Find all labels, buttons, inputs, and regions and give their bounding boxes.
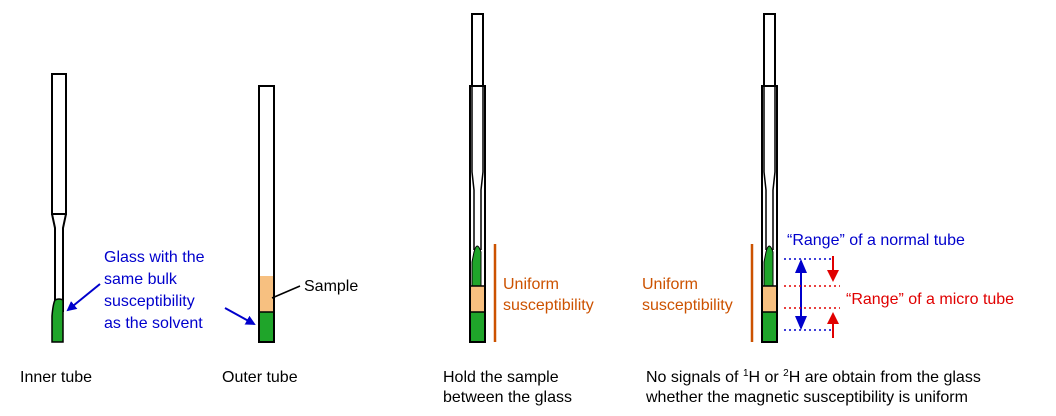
outer-glass-pointer-arrow [224, 307, 256, 325]
assembled-tube-2 [761, 13, 778, 343]
outer-tube-glass [259, 312, 274, 342]
signals-caption-line2: whether the magnetic susceptibility is u… [646, 389, 968, 406]
sample-label: Sample [304, 278, 359, 295]
glass-label-line1: Glass with the [104, 249, 205, 266]
signals-caption-b: H or [748, 369, 784, 386]
signals-caption-sup2: 2 [783, 368, 789, 379]
signals-caption-c: H are obtain from the glass [788, 369, 981, 386]
uniform-label-1-line1: Uniform [503, 276, 560, 293]
glass-label-line3: susceptibility [104, 293, 195, 310]
uniform-label-2-line1: Uniform [642, 276, 699, 293]
assembled-tube-2-sample [763, 286, 776, 312]
signals-caption-sup1: 1 [742, 368, 749, 379]
normal-tube-range [784, 258, 832, 331]
inner-tube [51, 73, 67, 343]
assembled-tube-1 [469, 13, 486, 343]
outer-tube-caption: Outer tube [222, 369, 298, 386]
uniform-label-1-line2: susceptibility [503, 297, 594, 314]
signals-caption-line1: No signals of 1H or 2H are obtain from t… [646, 368, 981, 387]
outer-tube-sample [259, 276, 274, 312]
glass-pointer-arrow [66, 283, 101, 312]
inner-tube-caption: Inner tube [20, 369, 93, 386]
outer-tube [258, 85, 275, 343]
inner-tube-glass [51, 298, 64, 343]
assembled-caption-line1: Hold the sample [443, 369, 559, 386]
assembled-tube-1-lower-glass [471, 312, 484, 342]
sample-leader-line [271, 285, 301, 299]
range-normal-label: “Range” of a normal tube [787, 232, 965, 249]
assembled-tube-1-sample [471, 286, 484, 312]
uniform-label-2-line2: susceptibility [642, 297, 733, 314]
glass-label-line2: same bulk [104, 271, 177, 288]
assembled-tube-2-lower-glass [763, 312, 776, 342]
signals-caption-a: No signals of [646, 369, 743, 386]
range-micro-label: “Range” of a micro tube [846, 291, 1015, 308]
glass-label-line4: as the solvent [104, 315, 203, 332]
micro-tube-range [784, 256, 840, 338]
assembled-caption-line2: between the glass [443, 389, 572, 406]
